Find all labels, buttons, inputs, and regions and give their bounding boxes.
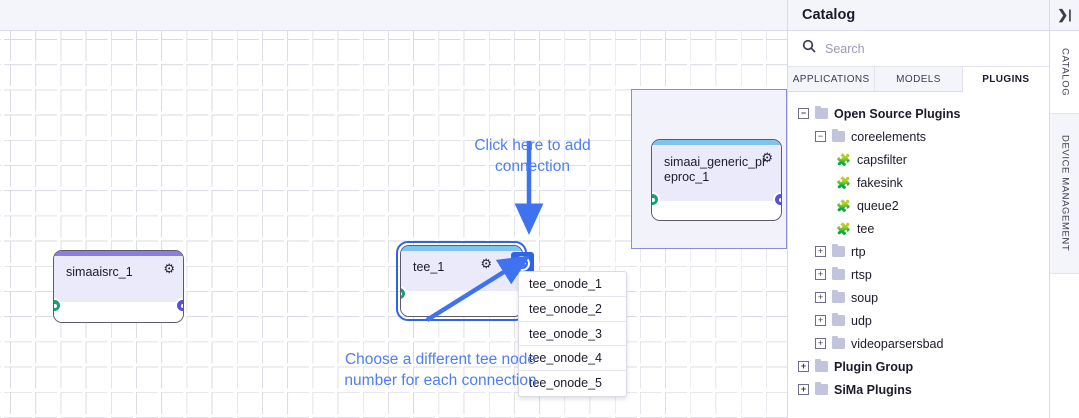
tree-item-label: rtsp xyxy=(851,267,872,282)
puzzle-piece-icon: 🧩 xyxy=(836,152,851,167)
node-title: simaaisrc_1 xyxy=(66,265,133,279)
tree-item-label: queue2 xyxy=(856,198,899,213)
tree-item-label: Plugin Group xyxy=(834,359,914,374)
annotation-click-here: Click here to add connection xyxy=(474,137,591,175)
tree-item-udp[interactable]: + udp xyxy=(788,309,1049,332)
node-header-bar xyxy=(54,251,183,256)
tree-item-label: Open Source Plugins xyxy=(834,106,961,121)
catalog-tabs: APPLICATIONS MODELS PLUGINS xyxy=(788,67,1049,92)
tree-item-sima-plugins[interactable]: + SiMa Plugins xyxy=(788,378,1049,401)
collapse-toggle-icon[interactable]: − xyxy=(798,108,809,119)
node-header-bar xyxy=(401,246,522,251)
tree-item-label: coreelements xyxy=(851,129,927,144)
expand-toggle-icon[interactable]: + xyxy=(798,361,809,372)
dropdown-item-tee-onode-1[interactable]: tee_onode_1 xyxy=(519,272,626,297)
folder-icon xyxy=(815,358,828,372)
expand-toggle-icon[interactable]: + xyxy=(815,246,826,257)
tree-item-label: tee xyxy=(856,221,875,236)
dropdown-item-tee-onode-3[interactable]: tee_onode_3 xyxy=(519,322,626,347)
panel-header: Catalog xyxy=(788,0,1049,31)
collapse-toggle-icon[interactable]: − xyxy=(815,131,826,142)
tree-item-label: videoparsersbad xyxy=(851,336,944,351)
node-body: tee_1 ⚙ xyxy=(401,251,522,291)
tree-item-videoparsersbad[interactable]: + videoparsersbad xyxy=(788,332,1049,355)
tree-item-capsfilter[interactable]: 🧩 capsfilter xyxy=(788,148,1049,171)
node-body: simaaisrc_1 ⚙ xyxy=(54,256,183,302)
folder-icon xyxy=(832,312,845,326)
folder-icon xyxy=(832,335,845,349)
tree-item-label: udp xyxy=(851,313,872,328)
expand-toggle-icon[interactable]: + xyxy=(815,315,826,326)
gear-icon[interactable]: ⚙ xyxy=(480,256,492,271)
tree-item-soup[interactable]: + soup xyxy=(788,286,1049,309)
tree-item-rtp[interactable]: + rtp xyxy=(788,240,1049,263)
folder-icon xyxy=(832,266,845,280)
output-port[interactable] xyxy=(175,298,183,313)
side-tab-device-management[interactable]: DEVICE MANAGEMENT xyxy=(1050,114,1079,274)
node-title: simaai_generic_preproc_1 xyxy=(664,155,767,184)
tree-item-rtsp[interactable]: + rtsp xyxy=(788,263,1049,286)
tree-item-fakesink[interactable]: 🧩 fakesink xyxy=(788,171,1049,194)
tree-item-tee[interactable]: 🧩 tee xyxy=(788,217,1049,240)
node-body: simaai_generic_preproc_1 ⚙ xyxy=(652,145,781,201)
folder-icon xyxy=(832,243,845,257)
puzzle-piece-icon: 🧩 xyxy=(836,198,851,213)
node-tee-1-selection[interactable]: tee_1 ⚙ xyxy=(396,241,534,321)
output-port[interactable] xyxy=(773,192,781,207)
collapse-panel-icon[interactable]: ❯| xyxy=(1050,0,1079,31)
dropdown-item-tee-onode-4[interactable]: tee_onode_4 xyxy=(519,346,626,372)
panel-title: Catalog xyxy=(802,7,856,23)
tree-item-label: SiMa Plugins xyxy=(834,382,912,397)
tab-models[interactable]: MODELS xyxy=(875,67,963,91)
graph-canvas[interactable]: simaaisrc_1 ⚙ tee_1 ⚙ xyxy=(0,31,787,418)
expand-toggle-icon[interactable]: + xyxy=(815,292,826,303)
tree-item-label: soup xyxy=(851,290,879,305)
gear-icon[interactable]: ⚙ xyxy=(761,150,773,165)
plugin-tree: − Open Source Plugins − coreelements 🧩 c… xyxy=(788,92,1049,401)
canvas-content: simaaisrc_1 ⚙ tee_1 ⚙ xyxy=(0,31,787,418)
expand-toggle-icon[interactable]: + xyxy=(815,338,826,349)
annotation-choose-different: Choose a different tee node number for e… xyxy=(344,351,537,389)
input-port[interactable] xyxy=(652,192,660,207)
puzzle-piece-icon: 🧩 xyxy=(836,175,851,190)
tab-applications[interactable]: APPLICATIONS xyxy=(788,67,876,91)
folder-icon xyxy=(815,381,828,395)
plus-circle-icon xyxy=(515,256,530,271)
search-row[interactable] xyxy=(788,31,1049,67)
tree-item-label: rtp xyxy=(851,244,866,259)
catalog-panel: Catalog APPLICATIONS MODELS PLUGINS − Op… xyxy=(787,0,1049,418)
tab-plugins[interactable]: PLUGINS xyxy=(962,67,1049,92)
node-footer xyxy=(401,291,522,316)
canvas-toolbar xyxy=(0,0,787,31)
node-footer xyxy=(652,201,781,220)
expand-toggle-icon[interactable]: + xyxy=(815,269,826,280)
node-header-bar xyxy=(652,140,781,145)
node-simaai-generic-preproc-1[interactable]: simaai_generic_preproc_1 ⚙ xyxy=(651,139,782,221)
node-title: tee_1 xyxy=(413,260,445,274)
node-footer xyxy=(54,302,183,322)
dropdown-item-tee-onode-5[interactable]: tee_onode_5 xyxy=(529,376,602,391)
side-tab-catalog[interactable]: CATALOG xyxy=(1050,31,1079,114)
tree-item-label: capsfilter xyxy=(856,152,907,167)
tree-item-queue2[interactable]: 🧩 queue2 xyxy=(788,194,1049,217)
tree-item-plugin-group[interactable]: + Plugin Group xyxy=(788,355,1049,378)
input-port[interactable] xyxy=(54,298,62,313)
tree-item-coreelements[interactable]: − coreelements xyxy=(788,125,1049,148)
search-input[interactable] xyxy=(825,41,1015,56)
node-tee-1[interactable]: tee_1 ⚙ xyxy=(400,245,523,317)
expand-toggle-icon[interactable]: + xyxy=(798,384,809,395)
tree-item-open-source-plugins[interactable]: − Open Source Plugins xyxy=(788,102,1049,125)
folder-icon xyxy=(832,128,845,142)
tree-item-label: fakesink xyxy=(856,175,903,190)
side-tab-rail: ❯| CATALOG DEVICE MANAGEMENT xyxy=(1049,0,1079,418)
folder-icon xyxy=(832,289,845,303)
tee-onode-dropdown[interactable]: tee_onode_1 tee_onode_2 tee_onode_3 tee_… xyxy=(518,271,627,397)
node-simaaisrc-1[interactable]: simaaisrc_1 ⚙ xyxy=(53,250,184,323)
puzzle-piece-icon: 🧩 xyxy=(836,221,851,236)
gear-icon[interactable]: ⚙ xyxy=(163,261,175,276)
search-icon xyxy=(802,39,816,58)
folder-icon xyxy=(815,105,828,119)
dropdown-item-tee-onode-2[interactable]: tee_onode_2 xyxy=(519,297,626,322)
